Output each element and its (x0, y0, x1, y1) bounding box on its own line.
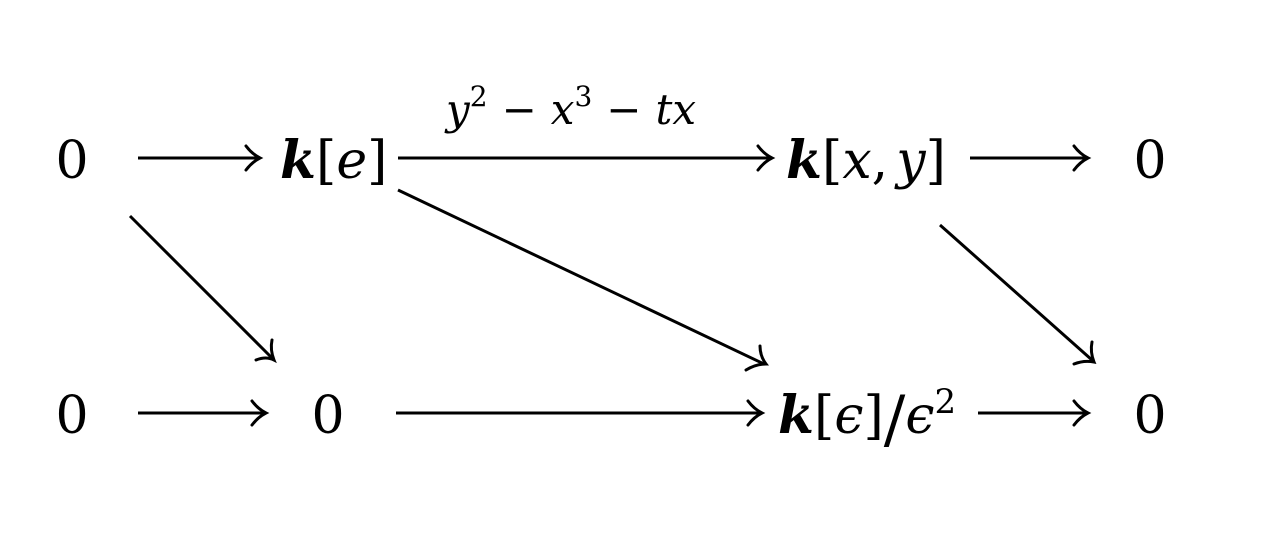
node-top-k-xy-x: x (842, 131, 871, 191)
node-top-k-xy-k: k (786, 130, 822, 191)
edge-label-x-exp: 3 (574, 80, 592, 113)
node-bottom-left-zero: 0 (55, 386, 88, 446)
node-bottom-k-eps-slash: / (884, 383, 906, 457)
arrow-bottom-0-to-0 (138, 399, 270, 427)
edge-label-y: y (444, 85, 471, 134)
edge-label-x: x (551, 85, 575, 134)
node-top-k-e-k: k (280, 130, 316, 191)
node-top-right-zero-text: 0 (1133, 131, 1166, 191)
arrow-top-0-to-ke (138, 144, 264, 172)
edge-label-top-middle: y2−x3−tx (444, 80, 696, 134)
node-bottom-left-zero-text: 0 (55, 386, 88, 446)
node-top-k-e-open: [ (316, 131, 336, 191)
svg-text:k[x,y]: k[x,y] (786, 130, 946, 191)
node-top-k-e-var: e (336, 131, 367, 191)
svg-text:k[ϵ]/ϵ2: k[ϵ]/ϵ2 (778, 382, 956, 457)
node-top-k-e-close: ] (367, 131, 387, 191)
node-bottom-k-eps-exp: 2 (934, 382, 956, 422)
edge-label-tx: tx (655, 85, 696, 134)
node-bottom-right-zero-text: 0 (1133, 386, 1166, 446)
node-bottom-zero: 0 (311, 386, 344, 446)
node-top-k-xy: k[x,y] (786, 130, 946, 191)
node-bottom-k-eps-close: ] (863, 386, 883, 446)
node-bottom-k-eps-k: k (778, 385, 814, 446)
arrow-diag-ke-to-keps (397, 188, 769, 372)
node-bottom-k-eps-var: ϵ (834, 386, 863, 446)
arrow-diag-top0-to-bottom0 (128, 214, 277, 364)
arrow-top-kxy-to-0 (970, 144, 1092, 172)
arrow-bottom-0-to-keps (396, 399, 766, 427)
edge-label-minus-2: − (606, 85, 641, 134)
arrow-diag-kxy-to-0 (939, 223, 1097, 366)
node-bottom-k-eps: k[ϵ]/ϵ2 (778, 382, 956, 457)
arrow-bottom-keps-to-0 (978, 399, 1092, 427)
node-top-left-zero: 0 (55, 131, 88, 191)
node-bottom-zero-text: 0 (311, 386, 344, 446)
node-top-k-xy-y: y (894, 131, 926, 191)
node-top-k-xy-comma: , (872, 131, 889, 191)
node-bottom-k-eps-eps: ϵ (905, 386, 934, 446)
edge-label-y-exp: 2 (470, 80, 488, 113)
edge-label-minus-1: − (502, 85, 537, 134)
node-top-k-xy-open: [ (822, 131, 842, 191)
node-top-k-xy-close: ] (926, 131, 946, 191)
node-top-left-zero-text: 0 (55, 131, 88, 191)
node-bottom-k-eps-open: [ (814, 386, 834, 446)
node-top-k-e: k[e] (280, 130, 387, 191)
svg-text:k[e]: k[e] (280, 130, 387, 191)
svg-text:y2−x3−tx: y2−x3−tx (444, 80, 696, 134)
node-bottom-right-zero: 0 (1133, 386, 1166, 446)
node-top-right-zero: 0 (1133, 131, 1166, 191)
arrow-top-ke-to-kxy (398, 144, 776, 172)
